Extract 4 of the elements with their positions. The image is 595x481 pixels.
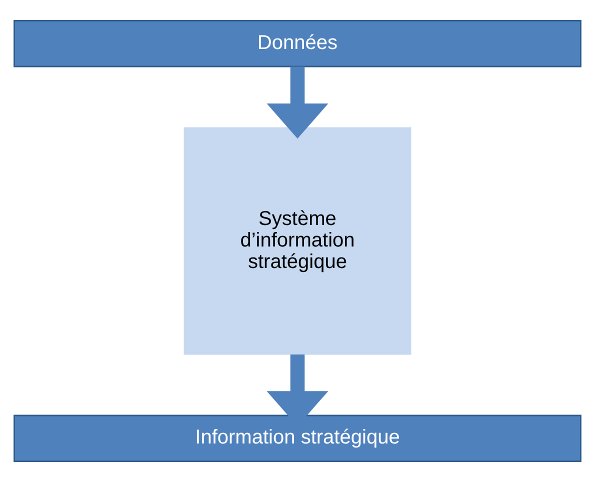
node-box: Information stratégique	[14, 414, 582, 462]
node-box: Système d’information stratégique	[184, 126, 412, 354]
arrow	[266, 66, 328, 138]
node-box: Données	[14, 20, 582, 67]
